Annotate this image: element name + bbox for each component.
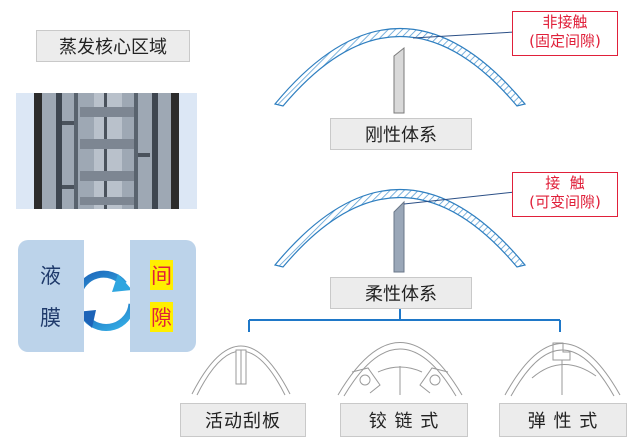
rigid-arc [273, 28, 527, 107]
gap-char-1: 间 [150, 260, 173, 290]
hinged-sketch [337, 342, 463, 397]
rigid-blade [393, 46, 405, 114]
film-char-1: 液 [40, 264, 61, 288]
rigid-leader [412, 31, 516, 39]
flexible-arc [273, 189, 527, 268]
core-zone-title: 蒸发核心区域 [36, 30, 190, 62]
flexible-system-label: 柔性体系 [330, 277, 472, 309]
subtype-movable-scraper: 活动刮板 [180, 403, 306, 437]
subtype-bracket [248, 307, 561, 332]
scraper-sketch [191, 345, 291, 396]
elastic-sketch [504, 342, 621, 397]
flexible-leader [403, 191, 516, 205]
rigid-callout: 非接触 (固定间隙) [512, 11, 618, 56]
subtype-elastic: 弹 性 式 [499, 403, 627, 437]
film-char-2: 膜 [40, 306, 61, 330]
rigid-callout-line2: (固定间隙) [529, 32, 601, 50]
flexible-callout: 接 触 (可变间隙) [512, 172, 618, 217]
rigid-callout-line1: 非接触 [542, 13, 588, 31]
flexible-callout-line1: 接 触 [545, 174, 585, 192]
flexible-blade [393, 200, 405, 273]
evaporator-core-image [16, 93, 197, 209]
liquid-film-panel [18, 240, 84, 352]
flexible-callout-line2: (可变间隙) [529, 193, 601, 211]
subtype-hinged: 铰 链 式 [340, 403, 468, 437]
gap-char-2: 隙 [150, 302, 173, 332]
gap-panel [130, 240, 196, 352]
film-gap-cycle: 液 膜 间 隙 [18, 240, 196, 352]
rigid-system-label: 刚性体系 [330, 118, 472, 150]
